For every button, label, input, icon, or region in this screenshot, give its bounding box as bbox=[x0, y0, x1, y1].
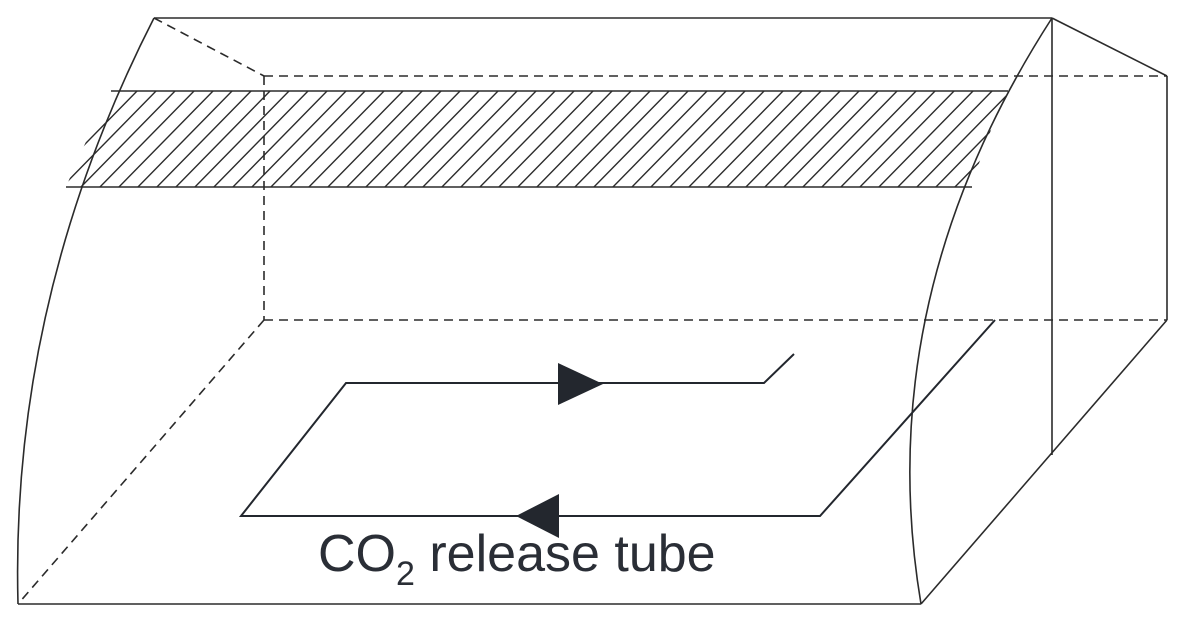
hatch-line bbox=[362, 91, 464, 187]
hatch-line bbox=[1009, 88, 1109, 190]
hatch-line bbox=[96, 91, 198, 187]
hatch-line bbox=[989, 91, 1008, 187]
hatch-line bbox=[628, 91, 730, 187]
hatch-line bbox=[495, 91, 597, 187]
hatch-line bbox=[77, 91, 179, 187]
hatch-line bbox=[229, 91, 331, 187]
hatched-band bbox=[66, 88, 1182, 190]
hatch-line bbox=[913, 91, 1008, 187]
label-subscript: 2 bbox=[396, 555, 415, 593]
hatch-line bbox=[248, 91, 350, 187]
hatch-line bbox=[780, 91, 882, 187]
hatch-line bbox=[66, 91, 160, 187]
right-end-arc bbox=[909, 17, 1053, 605]
hatch-line bbox=[704, 91, 806, 187]
hatch-line bbox=[1028, 88, 1128, 190]
hatch-line bbox=[818, 91, 920, 187]
right-bottom-diagonal bbox=[920, 319, 1168, 605]
hatch-line bbox=[1066, 88, 1166, 190]
hatch-line bbox=[685, 91, 787, 187]
hatch-line bbox=[514, 91, 616, 187]
hatch-line bbox=[1104, 88, 1182, 190]
front-left-arc bbox=[16, 17, 155, 605]
hatch-line bbox=[267, 91, 369, 187]
hatch-line bbox=[837, 91, 939, 187]
label-co: CO bbox=[318, 525, 396, 583]
hatch-line bbox=[742, 91, 844, 187]
arrow-left-icon bbox=[516, 494, 559, 538]
arrow-right-icon bbox=[558, 363, 603, 405]
hatch-line bbox=[761, 91, 863, 187]
hatch-line bbox=[438, 91, 540, 187]
tube-label: CO2 release tube bbox=[318, 525, 716, 591]
hatch-line bbox=[533, 91, 635, 187]
co2-release-tube bbox=[238, 319, 996, 538]
hatch-line bbox=[666, 91, 768, 187]
hatch-line bbox=[153, 91, 255, 187]
hidden-top-left-diagonal bbox=[153, 17, 265, 77]
hatch-line bbox=[457, 91, 559, 187]
tube-path bbox=[238, 319, 996, 517]
hatch-line bbox=[799, 91, 901, 187]
hatch-line bbox=[324, 91, 426, 187]
hatch-line bbox=[609, 91, 711, 187]
hatch-line bbox=[552, 91, 654, 187]
hatch-line bbox=[286, 91, 388, 187]
hatch-line bbox=[210, 91, 312, 187]
right-top-diagonal bbox=[1051, 17, 1168, 77]
label-release-tube: release tube bbox=[414, 525, 716, 583]
hatch-line bbox=[875, 91, 977, 187]
hatch-line bbox=[343, 91, 445, 187]
hatch-line bbox=[419, 91, 521, 187]
hatch-line bbox=[1047, 88, 1147, 190]
hatch-line bbox=[400, 91, 502, 187]
hatch-line bbox=[305, 91, 407, 187]
hatch-line bbox=[590, 91, 692, 187]
hidden-bottom-left-diagonal bbox=[17, 319, 265, 605]
hatch-line bbox=[723, 91, 825, 187]
hatch-line bbox=[191, 91, 293, 187]
hatch-line bbox=[66, 91, 141, 187]
hatch-line bbox=[134, 91, 236, 187]
hatch-line bbox=[381, 91, 483, 187]
hatch-line bbox=[856, 91, 958, 187]
hatch-line bbox=[476, 91, 578, 187]
hatch-line bbox=[894, 91, 996, 187]
hatch-line bbox=[172, 91, 274, 187]
hatch-line bbox=[647, 91, 749, 187]
hatch-line bbox=[970, 91, 1008, 187]
hatch-line bbox=[115, 91, 217, 187]
hatch-line bbox=[932, 91, 1008, 187]
hatch-line bbox=[571, 91, 673, 187]
